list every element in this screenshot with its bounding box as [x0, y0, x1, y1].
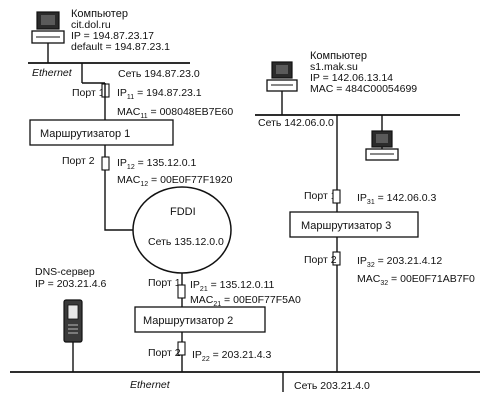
computer-3-icon	[365, 115, 399, 161]
router-3-port2-label: Порт 2	[304, 254, 337, 266]
router-2-port1-mac: MAC21 = 00E0F77F5A0	[190, 294, 301, 308]
computer-1-ip: IP = 194.87.23.17	[71, 30, 154, 42]
computer-2-icon	[266, 61, 298, 115]
router-2-port1	[177, 284, 186, 299]
fddi-ring	[132, 186, 232, 274]
router-2-port1-ip: IP21 = 135.12.0.11	[190, 279, 275, 293]
computer-2-host: s1.mak.su	[310, 61, 358, 73]
fddi-type-label: FDDI	[170, 206, 196, 218]
computer-1-title: Компьютер	[71, 8, 128, 20]
router-3-port1	[332, 189, 341, 204]
router-3-box	[289, 211, 419, 238]
router-3-port2-mac: MAC32 = 00E0F71AB7F0	[357, 273, 475, 287]
router-1-port2-label: Порт 2	[62, 155, 95, 167]
fddi-net-label: Сеть 135.12.0.0	[148, 236, 224, 248]
router-2-port2-label: Порт 2	[148, 347, 181, 359]
computer-2-mac: MAC = 484C00054699	[310, 83, 417, 95]
router-2-port1-label: Порт 1	[148, 277, 181, 289]
router-3-port1-ip: IP31 = 142.06.0.3	[357, 192, 436, 206]
router-1-port2-ip: IP12 = 135.12.0.1	[117, 157, 196, 171]
router-2-box	[134, 306, 266, 333]
computer-2-ip: IP = 142.06.13.14	[310, 72, 393, 84]
router-3-port1-label: Порт 1	[304, 190, 337, 202]
ethernet-top-type-label: Ethernet	[32, 67, 73, 79]
router-1-port1-mac: MAC11 = 008048EB7E60	[117, 106, 233, 120]
router-1-port1-label: Порт 1	[72, 87, 105, 99]
ethernet-bottom-type-label: Ethernet	[130, 379, 171, 391]
router-1-port2-mac: MAC12 = 00E0F77F1920	[117, 174, 233, 188]
router-2-port2-ip: IP22 = 203.21.4.3	[192, 349, 271, 363]
router-1-port2	[101, 156, 110, 171]
middle-net-label: Сеть 142.06.0.0	[258, 117, 334, 129]
ethernet-bottom-net-label: Сеть 203.21.4.0	[294, 380, 370, 392]
dns-ip: IP = 203.21.4.6	[35, 278, 106, 290]
dns-title: DNS-сервер	[35, 266, 95, 278]
router-1-port1-ip: IP11 = 194.87.23.1	[117, 87, 202, 101]
computer-2-title: Компьютер	[310, 50, 367, 62]
router-3-port2-ip: IP32 = 203.21.4.12	[357, 255, 442, 269]
computer-1-default: default = 194.87.23.1	[71, 41, 170, 53]
router-1-name: Маршрутизатор 1	[40, 128, 130, 140]
computer-1-host: cit.dol.ru	[71, 19, 111, 31]
router-1-box	[29, 119, 174, 146]
ethernet-top-net-label: Сеть 194.87.23.0	[118, 68, 200, 80]
router-1-fddi-link	[104, 170, 133, 231]
computer-1-icon	[31, 11, 65, 63]
router-2-name: Маршрутизатор 2	[143, 315, 233, 327]
router-3-name: Маршрутизатор 3	[301, 220, 391, 232]
dns-server-icon	[63, 299, 83, 372]
